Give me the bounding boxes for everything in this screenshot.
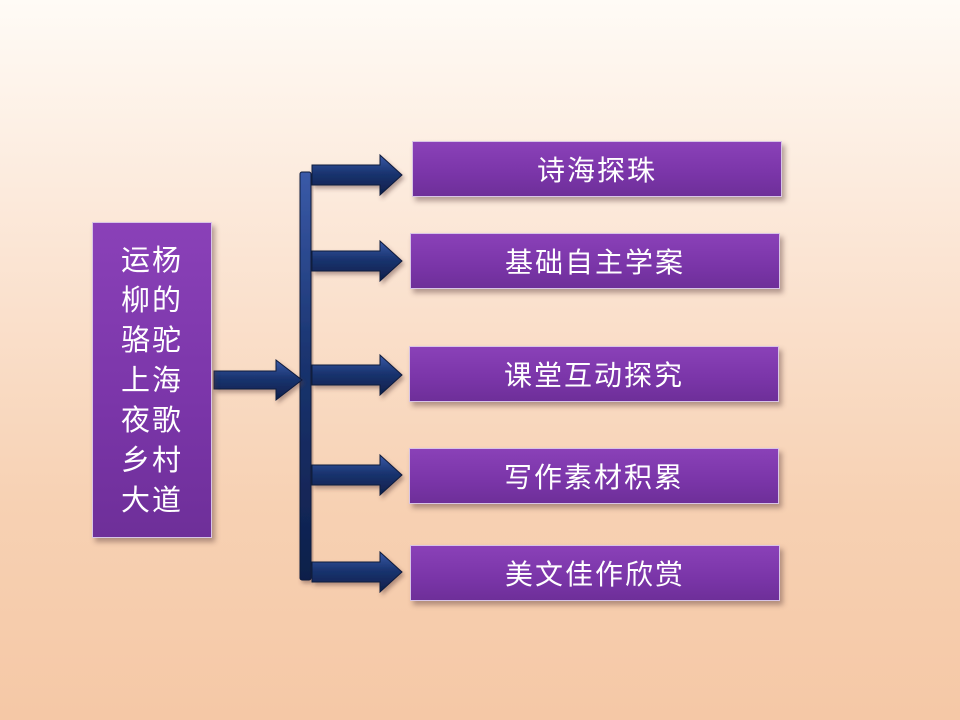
branch-label: 基础自主学案 — [504, 246, 685, 279]
main-topic-line-1: 运杨 — [120, 243, 183, 277]
branch-label: 课堂互动探究 — [503, 359, 684, 392]
branch-arrow-4 — [311, 453, 403, 497]
branch-arrow-3 — [311, 353, 403, 397]
vertical-connector-bar — [299, 171, 312, 581]
main-arrow — [213, 358, 303, 402]
branch-box-ketang-hudong-tanjiu[interactable]: 课堂互动探究 — [409, 346, 779, 402]
branch-box-xiezuo-sucai-jilei[interactable]: 写作素材积累 — [409, 448, 779, 504]
branch-box-shihai-tanzhu[interactable]: 诗海探珠 — [412, 141, 782, 197]
branch-box-meiwen-jiazuo-xinshang[interactable]: 美文佳作欣赏 — [410, 545, 780, 601]
branch-label: 诗海探珠 — [536, 154, 657, 187]
branch-label: 美文佳作欣赏 — [504, 558, 685, 591]
main-topic-line-7: 大道 — [120, 483, 183, 517]
main-topic-line-3: 骆驼 — [120, 323, 183, 357]
main-topic-box: 运杨 柳的 骆驼 上海 夜歌 乡村 大道 — [92, 222, 212, 538]
main-topic-line-5: 夜歌 — [120, 403, 183, 437]
main-topic-line-2: 柳的 — [120, 283, 183, 317]
main-topic-line-4: 上海 — [120, 363, 183, 397]
branch-arrow-2 — [311, 239, 403, 283]
main-topic-line-6: 乡村 — [120, 443, 183, 477]
branch-label: 写作素材积累 — [503, 461, 684, 494]
branch-box-jichu-zizhu-xuean[interactable]: 基础自主学案 — [410, 233, 780, 289]
branch-arrow-1 — [311, 153, 403, 197]
branch-arrow-5 — [311, 550, 403, 594]
